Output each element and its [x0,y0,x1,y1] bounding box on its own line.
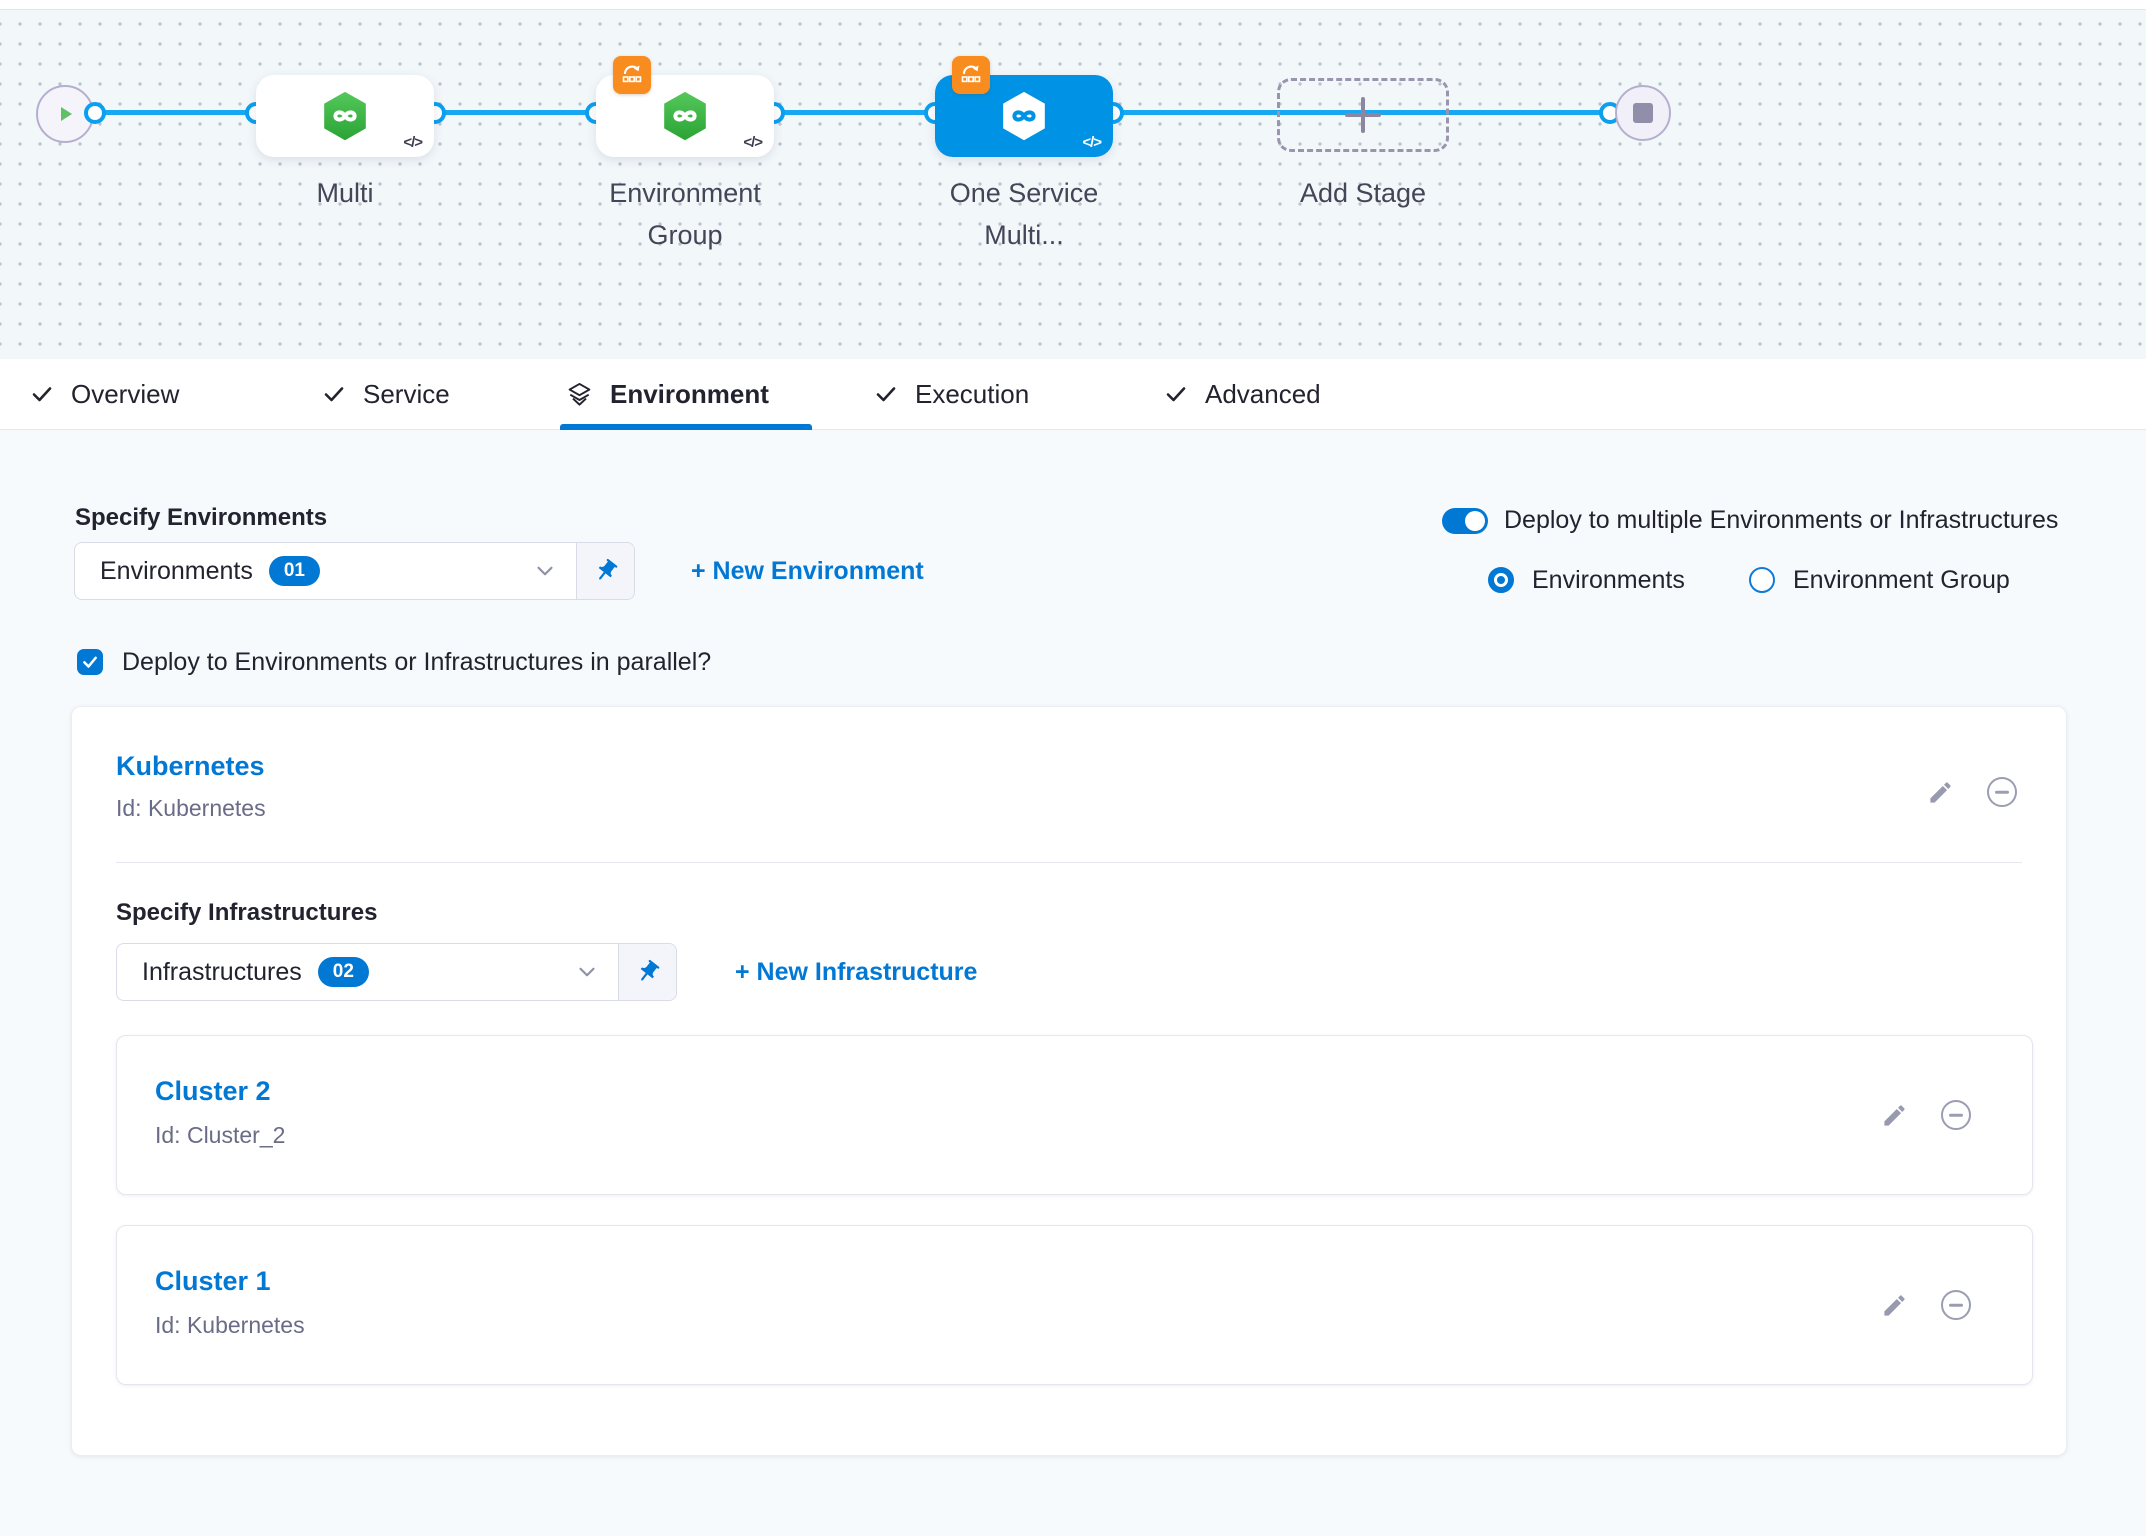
minus-circle-icon [1941,1290,1971,1320]
check-icon [83,656,97,668]
pipeline-connector-line [95,110,1610,115]
new-infrastructure-link[interactable]: + New Infrastructure [735,958,978,986]
environment-title-link[interactable]: Kubernetes [116,751,265,781]
stage-node-label: Environment Group [609,178,761,250]
add-stage-label: Add Stage [1299,178,1427,208]
minus-circle-icon [1941,1100,1971,1130]
service-hexagon-icon [1003,91,1045,141]
environments-select[interactable]: Environments 01 [75,543,576,599]
tab-label: Service [363,378,450,409]
stage-node-label: One Service Multi... [949,178,1099,250]
multi-deploy-badge-icon [613,56,651,94]
tab-label: Environment [610,378,769,409]
pipeline-end-node [1615,85,1671,141]
pipeline-canvas: </> </> [0,0,2146,359]
toggle-knob [1465,511,1485,531]
specify-infrastructures-label: Specify Infrastructures [116,899,378,926]
multi-deploy-badge-icon [952,56,990,94]
deploy-parallel-checkbox-label: Deploy to Environments or Infrastructure… [122,648,712,676]
stage-node-multi[interactable]: </> [256,75,434,157]
deploy-parallel-checkbox[interactable] [77,649,103,675]
pin-icon [640,959,659,981]
code-icon: </> [403,134,423,151]
environment-card: Kubernetes Id: Kubernetes Specify Infras… [71,706,2067,1456]
plus-icon [1343,95,1383,135]
tab-label: Execution [915,378,1030,409]
canvas-top-strip [0,0,2146,10]
infrastructures-select[interactable]: Infrastructures 02 [117,944,618,1000]
service-hexagon-icon [664,91,706,141]
environment-id: Id: Kubernetes [116,795,266,821]
pin-icon [598,558,617,580]
specify-environments-label: Specify Environments [75,504,328,531]
infrastructure-title-link[interactable]: Cluster 2 [155,1076,271,1106]
edit-environment-button[interactable] [1923,775,1957,809]
environments-select-value: Environments [100,556,253,585]
environment-layers-icon [568,382,591,406]
pencil-icon [1929,781,1951,803]
stop-icon [1633,103,1653,123]
new-environment-link[interactable]: + New Environment [691,557,924,585]
radio-environment-group[interactable] [1749,567,1775,593]
radio-dot [1497,576,1505,584]
infrastructure-card-cluster-2: Cluster 2 Id: Cluster_2 [116,1035,2033,1195]
infrastructures-select-value: Infrastructures [142,957,302,986]
tab-overview[interactable]: Overview [30,359,179,429]
chevron-down-icon [579,967,595,977]
deploy-multiple-toggle-label: Deploy to multiple Environments or Infra… [1504,506,2059,534]
remove-infrastructure-button[interactable] [1939,1098,1973,1132]
edit-infrastructure-button[interactable] [1877,1288,1911,1322]
add-stage-button[interactable] [1277,78,1449,152]
active-tab-underline [560,424,812,430]
tab-advanced[interactable]: Advanced [1164,359,1321,429]
environments-count-badge: 01 [268,556,320,586]
pin-runtime-input-button[interactable] [576,543,634,599]
service-hexagon-icon [324,91,366,141]
pencil-icon [1883,1294,1905,1316]
infrastructure-id: Id: Kubernetes [155,1312,305,1338]
pencil-icon [1883,1104,1905,1126]
infrastructures-count-badge: 02 [317,957,369,987]
edit-infrastructure-button[interactable] [1877,1098,1911,1132]
environment-tab-content: Specify Environments Environments 01 + N… [0,430,2146,1536]
radio-environment-group-label: Environment Group [1793,566,2010,594]
chevron-down-icon [537,566,553,576]
tab-environment[interactable]: Environment [566,359,769,429]
check-icon [876,387,896,402]
check-icon [324,387,344,402]
infrastructure-id: Id: Cluster_2 [155,1122,286,1148]
remove-infrastructure-button[interactable] [1939,1288,1973,1322]
play-icon [61,107,72,121]
stage-node-label: Multi [316,178,374,208]
minus-circle-icon [1987,777,2017,807]
tab-label: Advanced [1205,378,1321,409]
remove-environment-button[interactable] [1985,775,2019,809]
check-icon [1166,387,1186,402]
tab-service[interactable]: Service [322,359,450,429]
deploy-multiple-toggle[interactable] [1442,508,1488,534]
radio-environments[interactable] [1488,567,1514,593]
check-icon [32,387,52,402]
connector-port [84,102,106,124]
pin-runtime-input-button[interactable] [618,944,676,1000]
code-icon: </> [743,134,763,151]
radio-environments-label: Environments [1532,566,1685,594]
tab-label: Overview [71,378,180,409]
divider [116,862,2022,863]
tab-execution[interactable]: Execution [874,359,1029,429]
code-icon: </> [1082,134,1102,151]
environments-select-group: Environments 01 [74,542,635,600]
pipeline-start-node [36,85,94,143]
stage-tabbar: Overview Service Environment Execution A… [0,359,2146,430]
infrastructures-select-group: Infrastructures 02 [116,943,677,1001]
infrastructure-title-link[interactable]: Cluster 1 [155,1266,271,1296]
stage-node-one-service-multi[interactable]: </> [935,56,1113,157]
stage-node-environment-group[interactable]: </> [596,56,774,157]
infrastructure-card-cluster-1: Cluster 1 Id: Kubernetes [116,1225,2033,1385]
